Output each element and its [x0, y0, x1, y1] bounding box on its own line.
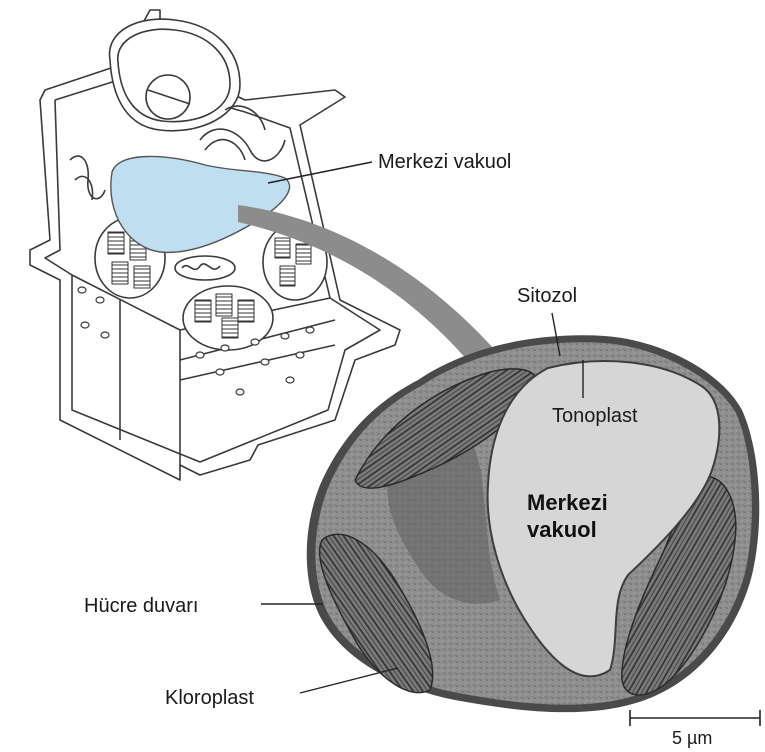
label-central-vacuole: Merkezi vakuol	[378, 152, 511, 172]
label-cytosol: Sitozol	[517, 286, 577, 306]
label-scale-bar: 5 µm	[672, 729, 712, 747]
label-chloroplast: Kloroplast	[165, 688, 254, 708]
label-cell-wall: Hücre duvarı	[84, 596, 199, 616]
scale-bar	[630, 710, 760, 726]
nucleus	[110, 19, 240, 131]
label-vacuole-inner-line2: vakuol	[527, 517, 597, 543]
label-vacuole-inner-line1: Merkezi	[527, 490, 608, 516]
label-tonoplast: Tonoplast	[552, 406, 638, 426]
